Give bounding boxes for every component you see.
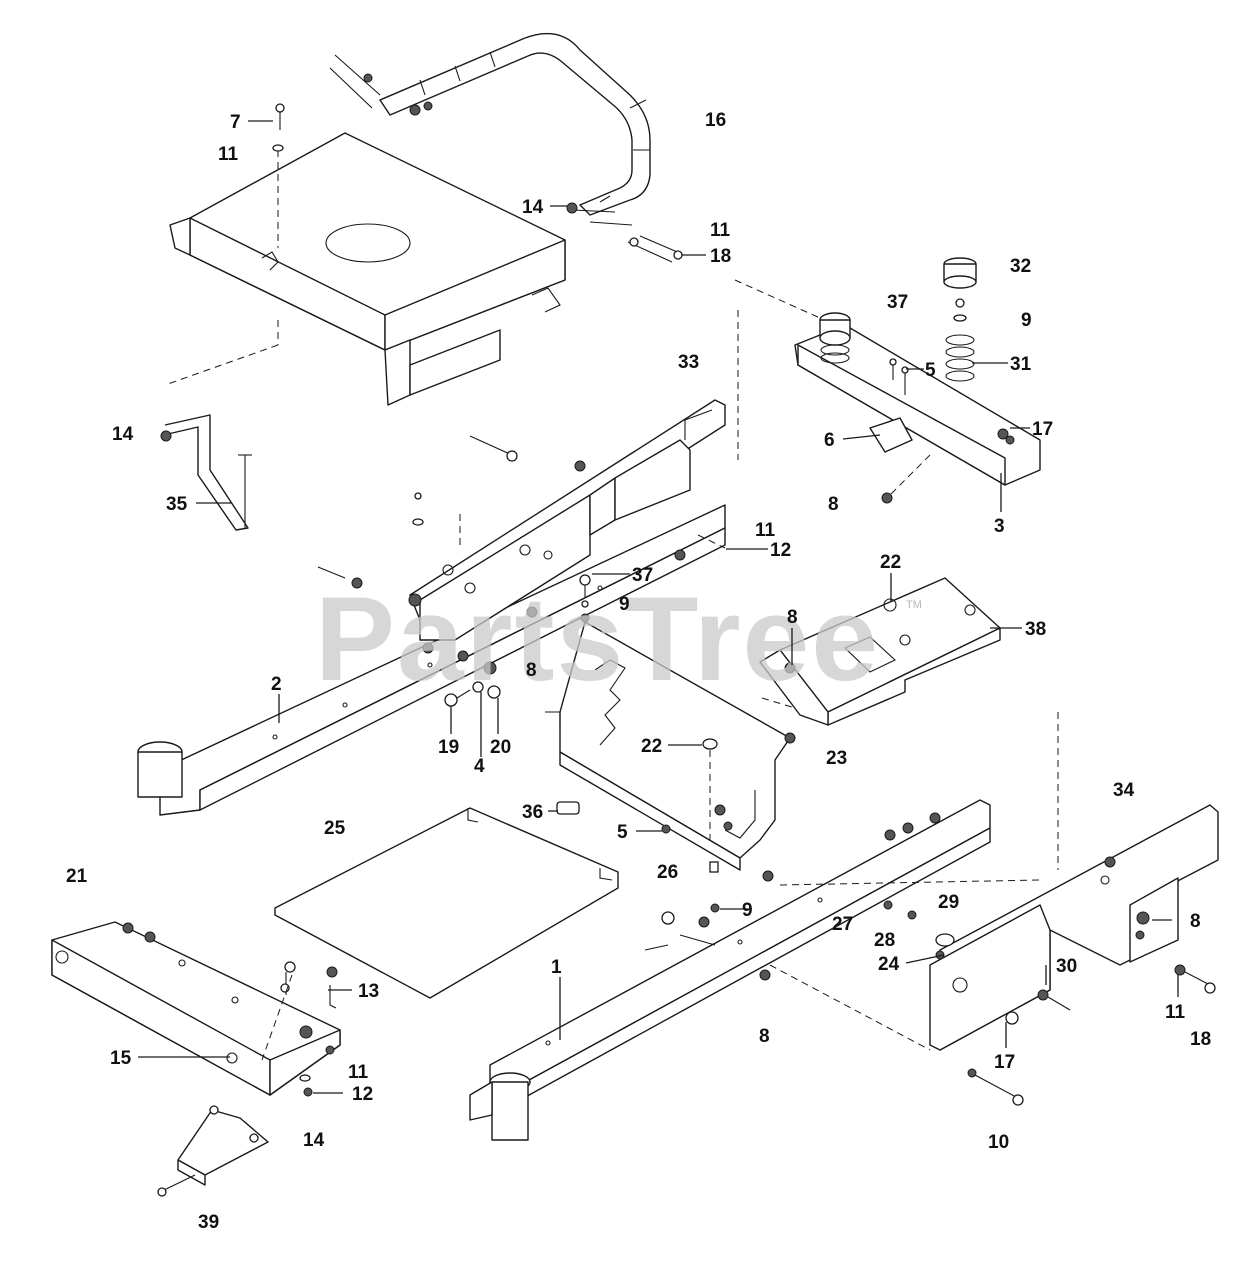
callout-18: 18 <box>710 246 731 267</box>
callout-17: 17 <box>994 1052 1015 1073</box>
seat-guide-line-3 <box>164 344 279 386</box>
callout-28: 28 <box>874 930 895 951</box>
callout-24: 24 <box>878 954 900 975</box>
callout-37: 37 <box>887 292 908 313</box>
callout-13: 13 <box>358 981 379 1002</box>
callout-12: 12 <box>770 540 791 561</box>
callout-10: 10 <box>988 1132 1009 1153</box>
callout-18: 18 <box>1190 1029 1211 1050</box>
callout-11: 11 <box>1165 1002 1186 1023</box>
callout-14: 14 <box>522 197 544 218</box>
foot-plate-part <box>274 807 619 999</box>
callout-33: 33 <box>678 352 699 373</box>
right-frame-bracket-part <box>883 804 1219 1106</box>
callout-15: 15 <box>110 1048 132 1069</box>
control-bracket-plate-part <box>545 574 796 871</box>
callout-2: 2 <box>271 674 282 695</box>
right-frame-rail-part <box>469 799 991 1141</box>
watermark-trademark: TM <box>906 599 922 611</box>
callout-8: 8 <box>1190 911 1201 932</box>
callout-14: 14 <box>303 1130 325 1151</box>
callout-21: 21 <box>66 866 88 887</box>
bracket-hardware-19-4-20 <box>444 681 501 707</box>
callout-29: 29 <box>938 892 959 913</box>
mount-guide-line <box>734 279 821 319</box>
callout-8: 8 <box>828 494 839 515</box>
seat-pan-part <box>169 132 566 406</box>
callout-32: 32 <box>1010 256 1031 277</box>
callout-26: 26 <box>657 862 678 883</box>
callout-22: 22 <box>880 552 901 573</box>
callout-5: 5 <box>617 822 628 843</box>
callout-31: 31 <box>1010 354 1032 375</box>
callout-12: 12 <box>352 1084 373 1105</box>
callout-11: 11 <box>710 220 731 241</box>
callout-7: 7 <box>230 112 241 133</box>
callout-22: 22 <box>641 736 662 757</box>
callout-3: 3 <box>994 516 1005 537</box>
callout-9: 9 <box>742 900 753 921</box>
callout-30: 30 <box>1056 956 1077 977</box>
callout-8: 8 <box>787 607 798 628</box>
watermark-text: PartsTree <box>315 572 880 706</box>
floor-plate-part <box>759 577 1001 726</box>
callout-11: 11 <box>348 1062 369 1083</box>
mount-nut-guide-line <box>889 454 931 496</box>
callout-8: 8 <box>526 660 537 681</box>
cross-guide-line <box>779 879 1041 886</box>
callout-9: 9 <box>619 594 630 615</box>
callout-16: 16 <box>705 110 726 131</box>
callout-35: 35 <box>166 494 188 515</box>
lower-brace-part <box>157 1105 269 1197</box>
plate-guide-line <box>761 697 796 709</box>
grab-handle-part <box>329 32 683 263</box>
callout-14: 14 <box>112 424 134 445</box>
front-bolt-guide-line <box>261 974 293 1061</box>
front-bracket-part <box>51 921 341 1097</box>
callout-39: 39 <box>198 1212 219 1233</box>
bumper-spring-stack-part <box>819 257 977 382</box>
callout-19: 19 <box>438 737 459 758</box>
callout-11: 11 <box>755 520 776 541</box>
callout-4: 4 <box>474 756 485 777</box>
rear-mount-bracket-part <box>794 324 1041 504</box>
callout-34: 34 <box>1113 780 1135 801</box>
callout-5: 5 <box>925 360 936 381</box>
callout-17: 17 <box>1032 419 1053 440</box>
callout-6: 6 <box>824 430 835 451</box>
leader-lines <box>138 120 1179 1094</box>
callout-11: 11 <box>218 144 239 165</box>
callout-1: 1 <box>551 957 562 978</box>
callout-20: 20 <box>490 737 511 758</box>
callout-8: 8 <box>759 1026 770 1047</box>
callout-38: 38 <box>1025 619 1046 640</box>
callout-27: 27 <box>832 914 853 935</box>
callout-25: 25 <box>324 818 346 839</box>
callout-36: 36 <box>522 802 543 823</box>
lower-cross-guide-line <box>769 964 931 1051</box>
callout-37: 37 <box>632 565 653 586</box>
callout-9: 9 <box>1021 310 1032 331</box>
callout-labels: 7 11 16 14 11 18 32 37 9 33 5 31 14 17 6… <box>66 110 1211 1233</box>
seat-adjust-rail-part <box>317 399 726 675</box>
callout-23: 23 <box>826 748 847 769</box>
seat-bolt-hardware <box>272 103 285 152</box>
seat-support-rod-part <box>160 414 252 531</box>
rail-washer-guide-line <box>697 534 726 549</box>
